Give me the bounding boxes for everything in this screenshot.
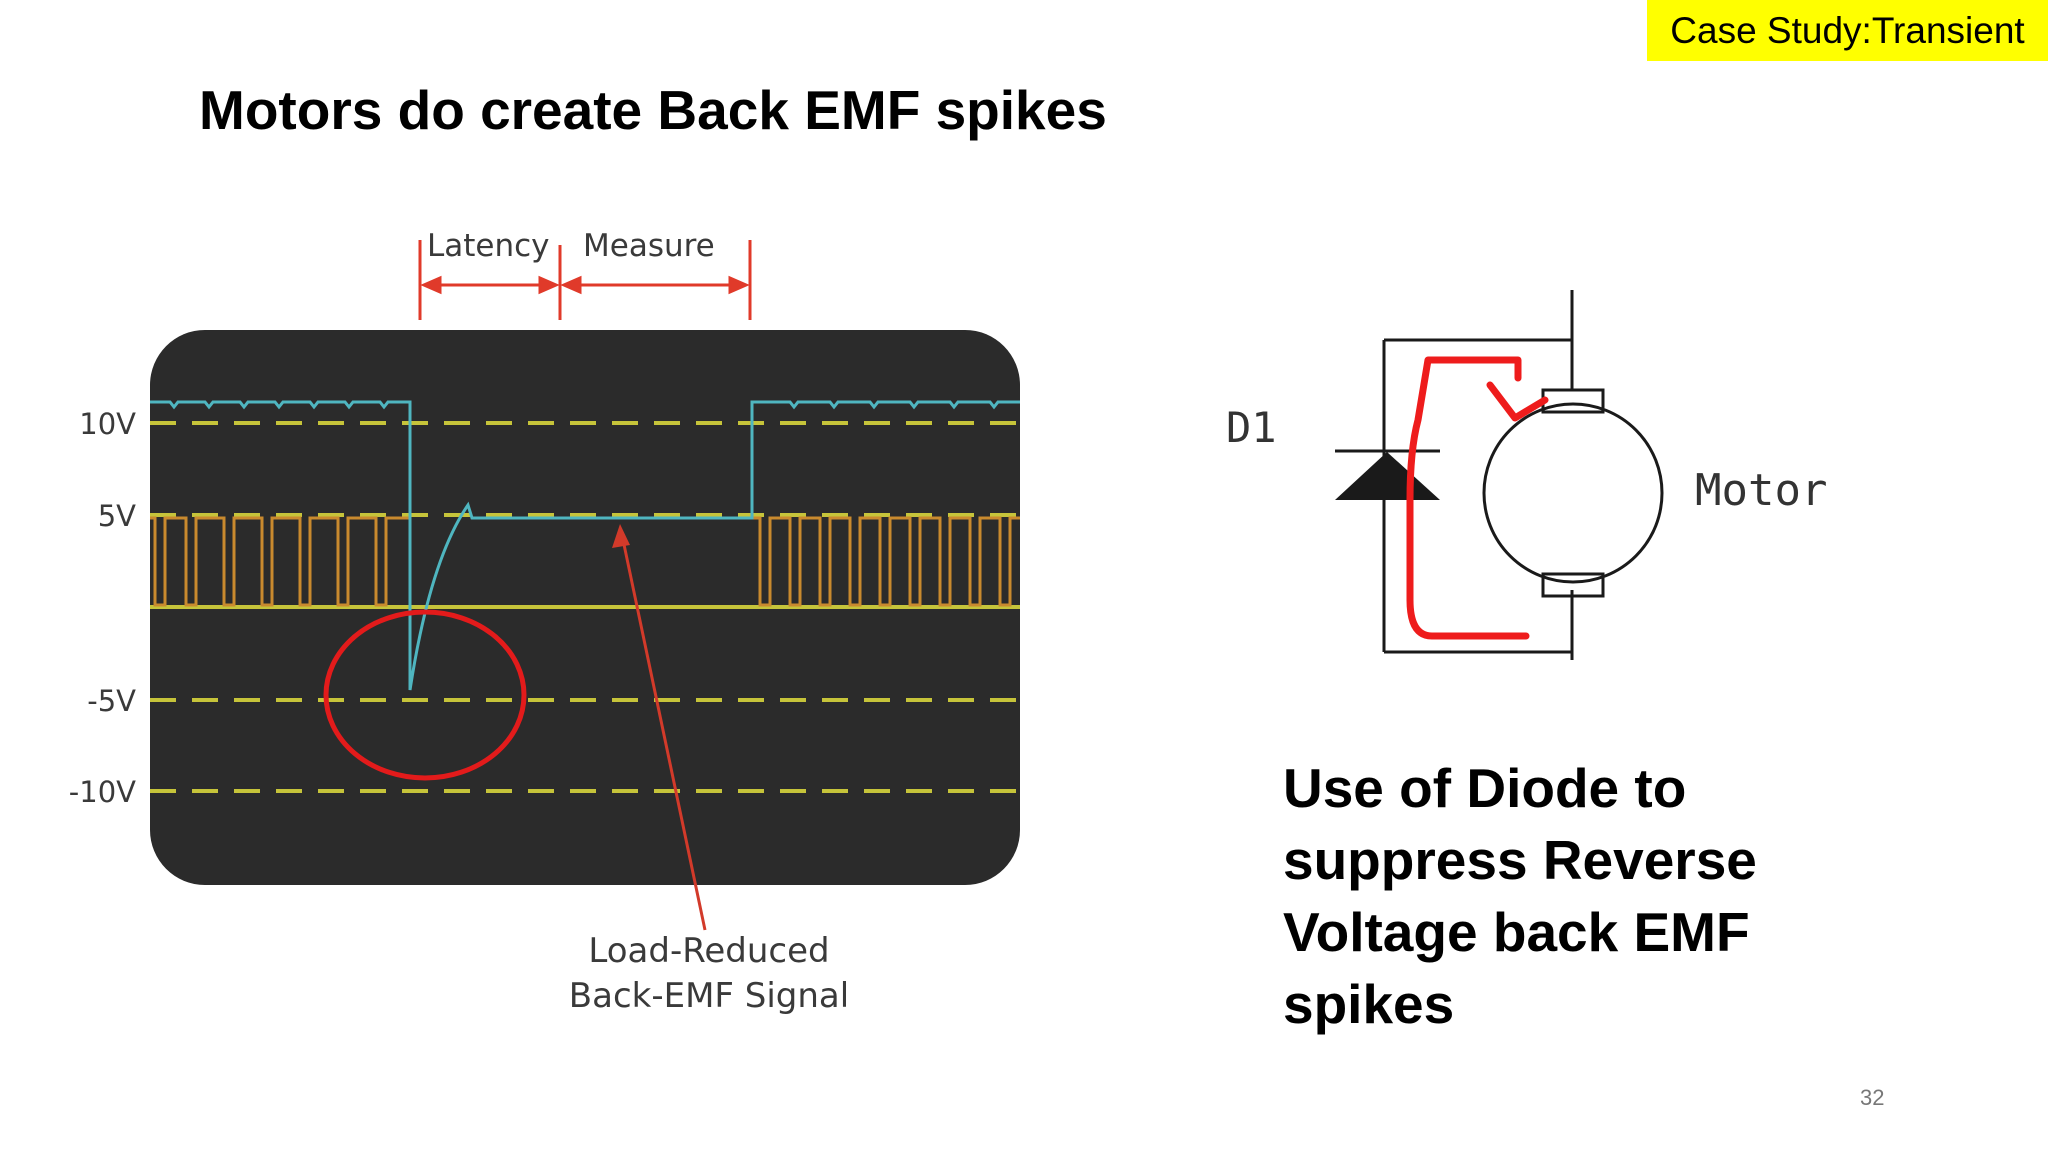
pwm-pulses-left [150,516,410,607]
y-label-minus-5v: -5V [87,684,136,718]
diode-symbol [1335,452,1440,500]
current-path [1406,356,1549,640]
latency-label: Latency [427,228,550,264]
back-emf-signal [150,400,1020,691]
spike-highlight-circle [323,609,527,781]
pwm-pulses-right [752,516,1020,607]
annotation-arrowhead [612,524,630,548]
motor-brush-bottom [1541,572,1605,598]
measure-label: Measure [583,228,715,264]
annotation-arrow [620,534,707,931]
motor-label: Motor [1695,465,1828,516]
diode-label: D1 [1226,403,1277,452]
annotation-line-2: Back-EMF Signal [568,976,850,1016]
y-label-5v: 5V [97,499,136,533]
motor-symbol [1482,402,1664,584]
case-study-tag: Case Study:Transient [1647,0,2048,61]
slide-title: Motors do create Back EMF spikes [199,79,1107,141]
page-number: 32 [1860,1085,1885,1110]
motor-brush-top [1541,388,1605,414]
y-label-minus-10v: -10V [68,775,136,809]
y-label-10v: 10V [79,407,136,441]
diode-description: Use of Diode to suppress Reverse Voltage… [1283,757,1757,1035]
annotation-line-1: Load-Reduced [588,931,830,971]
